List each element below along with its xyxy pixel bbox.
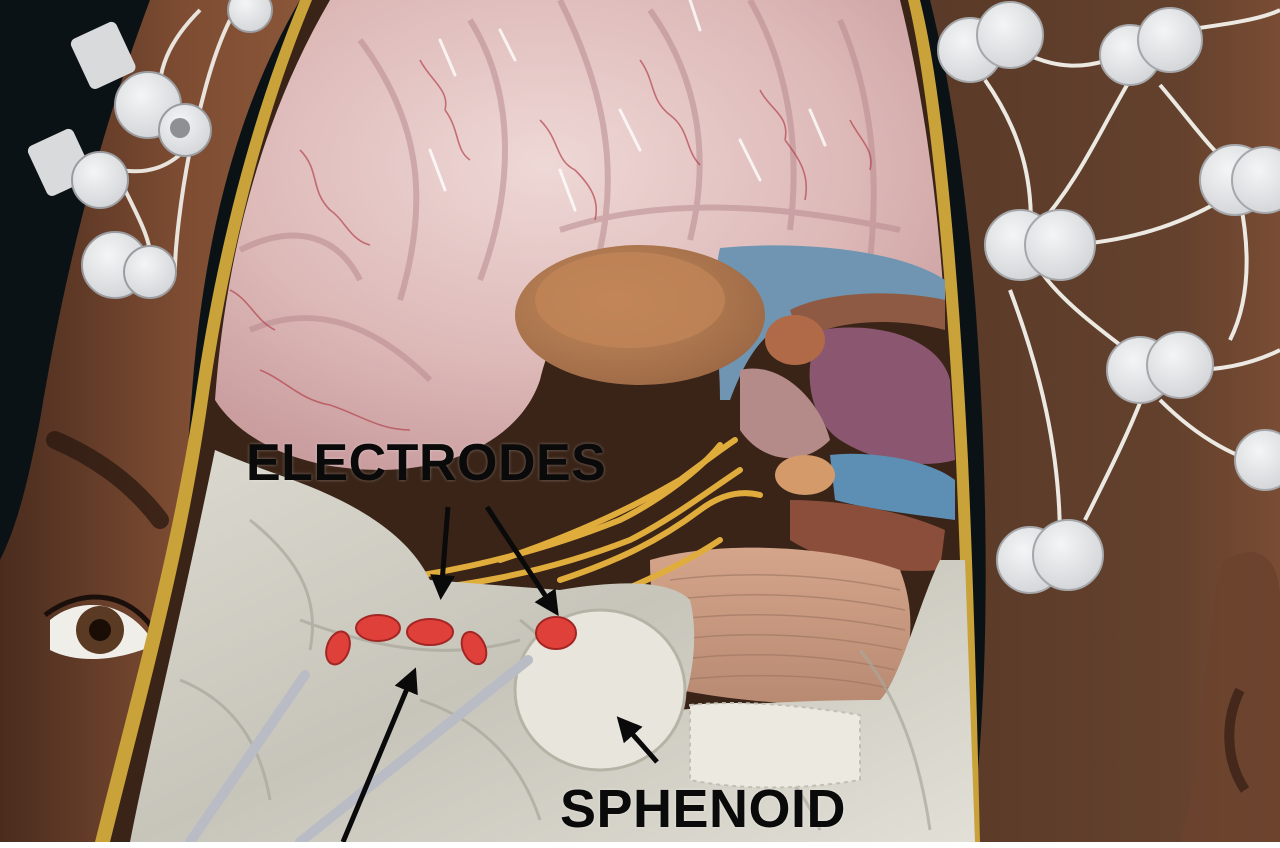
electrode-cap-icon <box>1099 7 1203 86</box>
brain-cortex <box>215 0 945 470</box>
electrodes-label: ELECTRODES <box>246 434 607 492</box>
electrode-cap-icon <box>81 231 177 299</box>
electrode-cap-icon <box>996 519 1104 594</box>
electrode-cap-icon <box>227 0 273 33</box>
electrode-cap-icon <box>1106 331 1214 404</box>
arrow-sphenoid <box>616 716 659 764</box>
electrode-cap-icon <box>158 103 212 157</box>
eeg-scalp-electrodes-right <box>937 1 1280 594</box>
electrode-contact-4 <box>460 630 488 666</box>
arrow-up-electrodes <box>340 667 418 843</box>
electrode-cap-icon <box>1234 429 1280 491</box>
electrode-cap-icon <box>984 209 1096 281</box>
arrow-electrodes-2 <box>484 505 559 617</box>
eye-icon <box>43 594 163 660</box>
sphenoid-label: SPHENOID <box>560 779 847 839</box>
arrow-electrodes-1 <box>430 506 456 600</box>
electrode-contact-1 <box>325 630 351 666</box>
electrode-cap-icon <box>937 1 1044 83</box>
eeg-scalp-electrodes-left <box>27 0 273 299</box>
electrode-needles <box>185 655 533 847</box>
electrode-cap-icon <box>1199 144 1280 216</box>
deep-brain-structures <box>515 245 955 705</box>
electrode-cap-icon <box>27 128 129 209</box>
electrode-contact-2 <box>355 614 401 642</box>
label-arrows <box>340 505 659 843</box>
bottom-edge <box>0 842 1280 848</box>
left-face <box>0 0 300 842</box>
electrode-contact-3 <box>406 618 454 646</box>
sphenoidal-electrode-contacts <box>325 614 577 666</box>
electrode-contact-5 <box>535 616 577 650</box>
